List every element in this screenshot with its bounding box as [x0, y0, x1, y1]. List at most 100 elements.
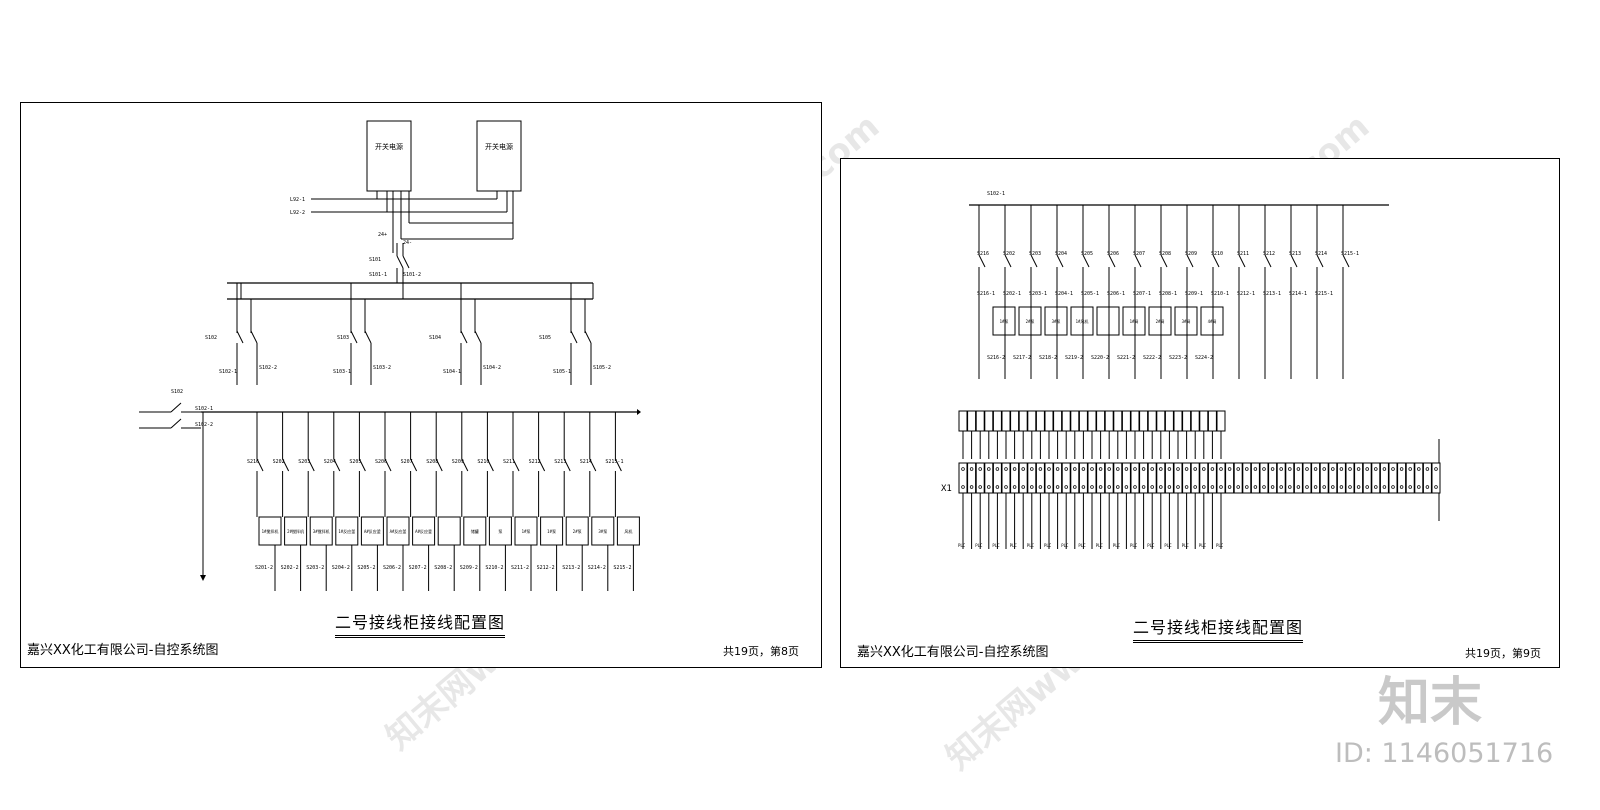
terminal-screw — [1021, 467, 1025, 471]
terminal-tag — [1190, 410, 1200, 432]
terminal-screw — [1227, 485, 1232, 489]
terminal-tag — [1130, 410, 1140, 432]
terminal-tag — [1199, 410, 1209, 432]
switch-blade — [1134, 254, 1142, 268]
terminal-screw — [1159, 485, 1163, 489]
switch-blade — [1108, 254, 1116, 268]
terminal-block — [1397, 462, 1407, 494]
device-label: A#反应釜 — [415, 528, 432, 534]
plc-label: PLC — [1027, 543, 1035, 548]
output-label: S202-1 — [1003, 291, 1021, 297]
switch-label: S208 — [426, 459, 438, 465]
terminal-screw — [1004, 485, 1008, 489]
terminal-tag — [1087, 410, 1097, 432]
terminal-screw — [978, 467, 982, 471]
switch-label: S204 — [324, 459, 336, 465]
output-label: S212-2 — [537, 565, 555, 571]
device-label: A#反应釜 — [390, 528, 407, 534]
device-box — [1070, 306, 1094, 336]
terminal-screw — [1193, 467, 1197, 471]
wiring-diagram-9: S102-1S216S216-1S202S202-1S203S203-1S204… — [941, 191, 1441, 549]
power-supply-box — [366, 120, 412, 192]
output-label: S214-2 — [588, 565, 606, 571]
terminal-screw — [1176, 467, 1180, 471]
terminal-screw — [1012, 485, 1017, 489]
device-label: A#反应釜 — [364, 528, 381, 534]
terminal-screw — [1322, 467, 1326, 471]
terminal-tag — [1121, 410, 1131, 432]
terminal-screw — [1038, 485, 1043, 489]
output-label: S211-2 — [511, 565, 529, 571]
terminal-screw — [1305, 485, 1309, 489]
device-box — [1096, 306, 1120, 336]
device-label: 1#泵 — [547, 529, 556, 534]
company-name: 嘉兴XX化工有限公司-自控系统图 — [27, 643, 219, 658]
terminal-block — [1225, 462, 1235, 494]
bus-label: S102-1 — [987, 191, 1005, 197]
terminal-screw — [1270, 485, 1275, 489]
branch-switch-blade — [384, 458, 392, 472]
terminal-screw — [1356, 467, 1361, 471]
switch-label: S209 — [452, 459, 464, 465]
switch-blade — [1264, 254, 1272, 268]
main-switch-blade — [402, 255, 410, 269]
output-label: S101-1 — [369, 272, 387, 278]
terminal-screw — [1184, 467, 1189, 471]
switch-label: S212 — [529, 459, 541, 465]
terminal-screw — [1382, 467, 1387, 471]
plc-label: PLC — [1078, 543, 1086, 548]
terminal-screw — [995, 485, 1000, 489]
output-label: S207-2 — [409, 565, 427, 571]
terminal-screw — [1064, 467, 1068, 471]
terminal-screw — [1296, 485, 1301, 489]
terminal-tag — [1216, 410, 1226, 432]
terminal-tag — [1018, 410, 1028, 432]
terminal-tag — [1053, 410, 1063, 432]
terminal-screw — [1055, 485, 1060, 489]
terminal-screw — [1133, 485, 1137, 489]
output-label: S208-2 — [434, 565, 452, 571]
sub-switch-blade — [460, 330, 468, 344]
output-label: S219-2 — [1065, 355, 1083, 361]
terminal-screw — [1391, 485, 1395, 489]
switch-label: S216 — [977, 251, 989, 257]
branch-switch-blade — [512, 458, 520, 472]
switch-label: S105 — [539, 335, 551, 341]
sheet-title: 二号接线柜接线配置图 — [1133, 614, 1304, 643]
output-label: S105-1 — [553, 369, 571, 375]
terminal-screw — [1004, 467, 1008, 471]
switch-blade — [1316, 254, 1324, 268]
terminal-screw — [1124, 485, 1129, 489]
device-box — [616, 516, 640, 546]
output-label: S224-2 — [1195, 355, 1213, 361]
terminal-screw — [1408, 467, 1412, 471]
device-label: 3#搅拌机 — [313, 528, 330, 534]
terminal-screw — [1339, 485, 1344, 489]
terminal-screw — [1331, 485, 1335, 489]
terminal-tag — [1010, 410, 1020, 432]
output-label: S201-2 — [255, 565, 273, 571]
switch-label: S213 — [554, 459, 566, 465]
terminal-tag — [1207, 410, 1217, 432]
terminal-tag — [1027, 410, 1037, 432]
switch-label: S102 — [171, 389, 183, 395]
device-label: 1#反应釜 — [338, 528, 355, 534]
output-label: S215-1 — [1315, 291, 1333, 297]
switch-blade — [1238, 254, 1246, 268]
switch-label: S203 — [1029, 251, 1041, 257]
device-label: 泵 — [498, 529, 502, 534]
incoming-label: L92-1 — [290, 197, 305, 203]
terminal-screw — [1270, 467, 1275, 471]
output-label: S206-1 — [1107, 291, 1125, 297]
terminal-screw — [1245, 485, 1249, 489]
terminal-block — [1345, 462, 1355, 494]
output-label: S103-2 — [373, 365, 391, 371]
terminal-block — [1422, 462, 1432, 494]
device-label: 3#泵 — [1052, 319, 1061, 324]
terminal-screw — [1236, 485, 1240, 489]
terminal-screw — [1047, 485, 1051, 489]
terminal-tag — [1104, 410, 1114, 432]
terminal-screw — [1055, 467, 1060, 471]
device-box — [514, 516, 538, 546]
